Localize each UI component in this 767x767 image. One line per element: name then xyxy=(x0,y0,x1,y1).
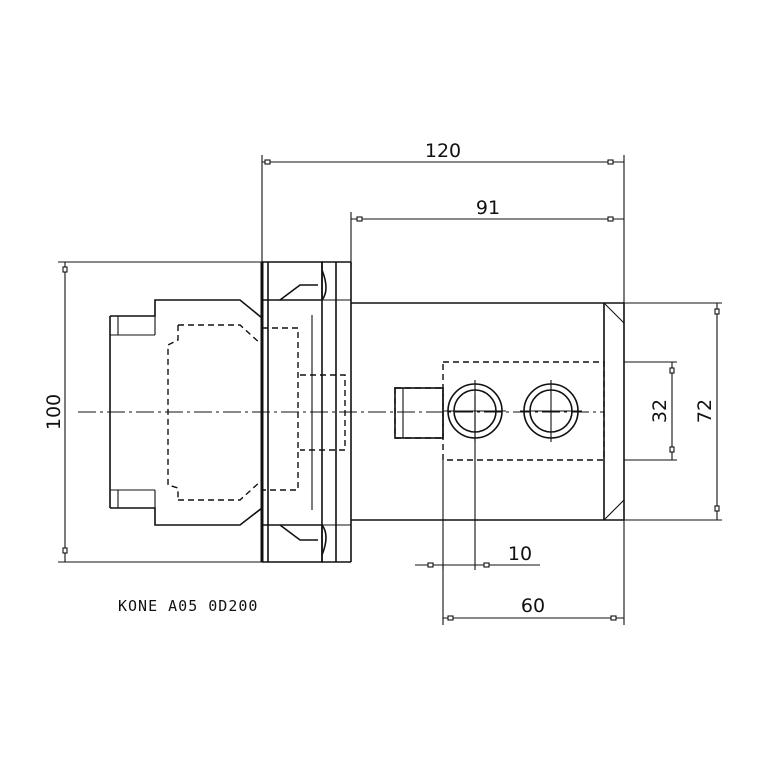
port-left xyxy=(444,380,506,442)
port-right xyxy=(520,380,582,442)
port-block-outline xyxy=(442,361,605,461)
dim-label-100: 100 xyxy=(43,394,65,430)
dim-label-120: 120 xyxy=(425,140,461,162)
dim-port-offset: 10 xyxy=(415,395,540,570)
flange xyxy=(260,261,352,563)
dim-port-block-length: 60 xyxy=(442,520,625,625)
side-plug xyxy=(394,387,444,439)
dim-body-length: 91 xyxy=(350,197,624,268)
shank-body xyxy=(109,299,299,526)
dim-label-60: 60 xyxy=(521,595,545,617)
dim-label-32: 32 xyxy=(649,399,671,423)
dim-body-width: 72 xyxy=(624,302,722,521)
dim-port-spacing: 32 xyxy=(624,361,677,461)
dim-label-10: 10 xyxy=(508,543,532,565)
drawing-note: KONE A05 0D200 xyxy=(118,597,258,615)
dim-overall-length: 120 xyxy=(261,140,625,305)
dim-flange-diameter: 100 xyxy=(43,261,262,563)
dim-label-91: 91 xyxy=(476,197,500,219)
dim-label-72: 72 xyxy=(694,399,716,423)
